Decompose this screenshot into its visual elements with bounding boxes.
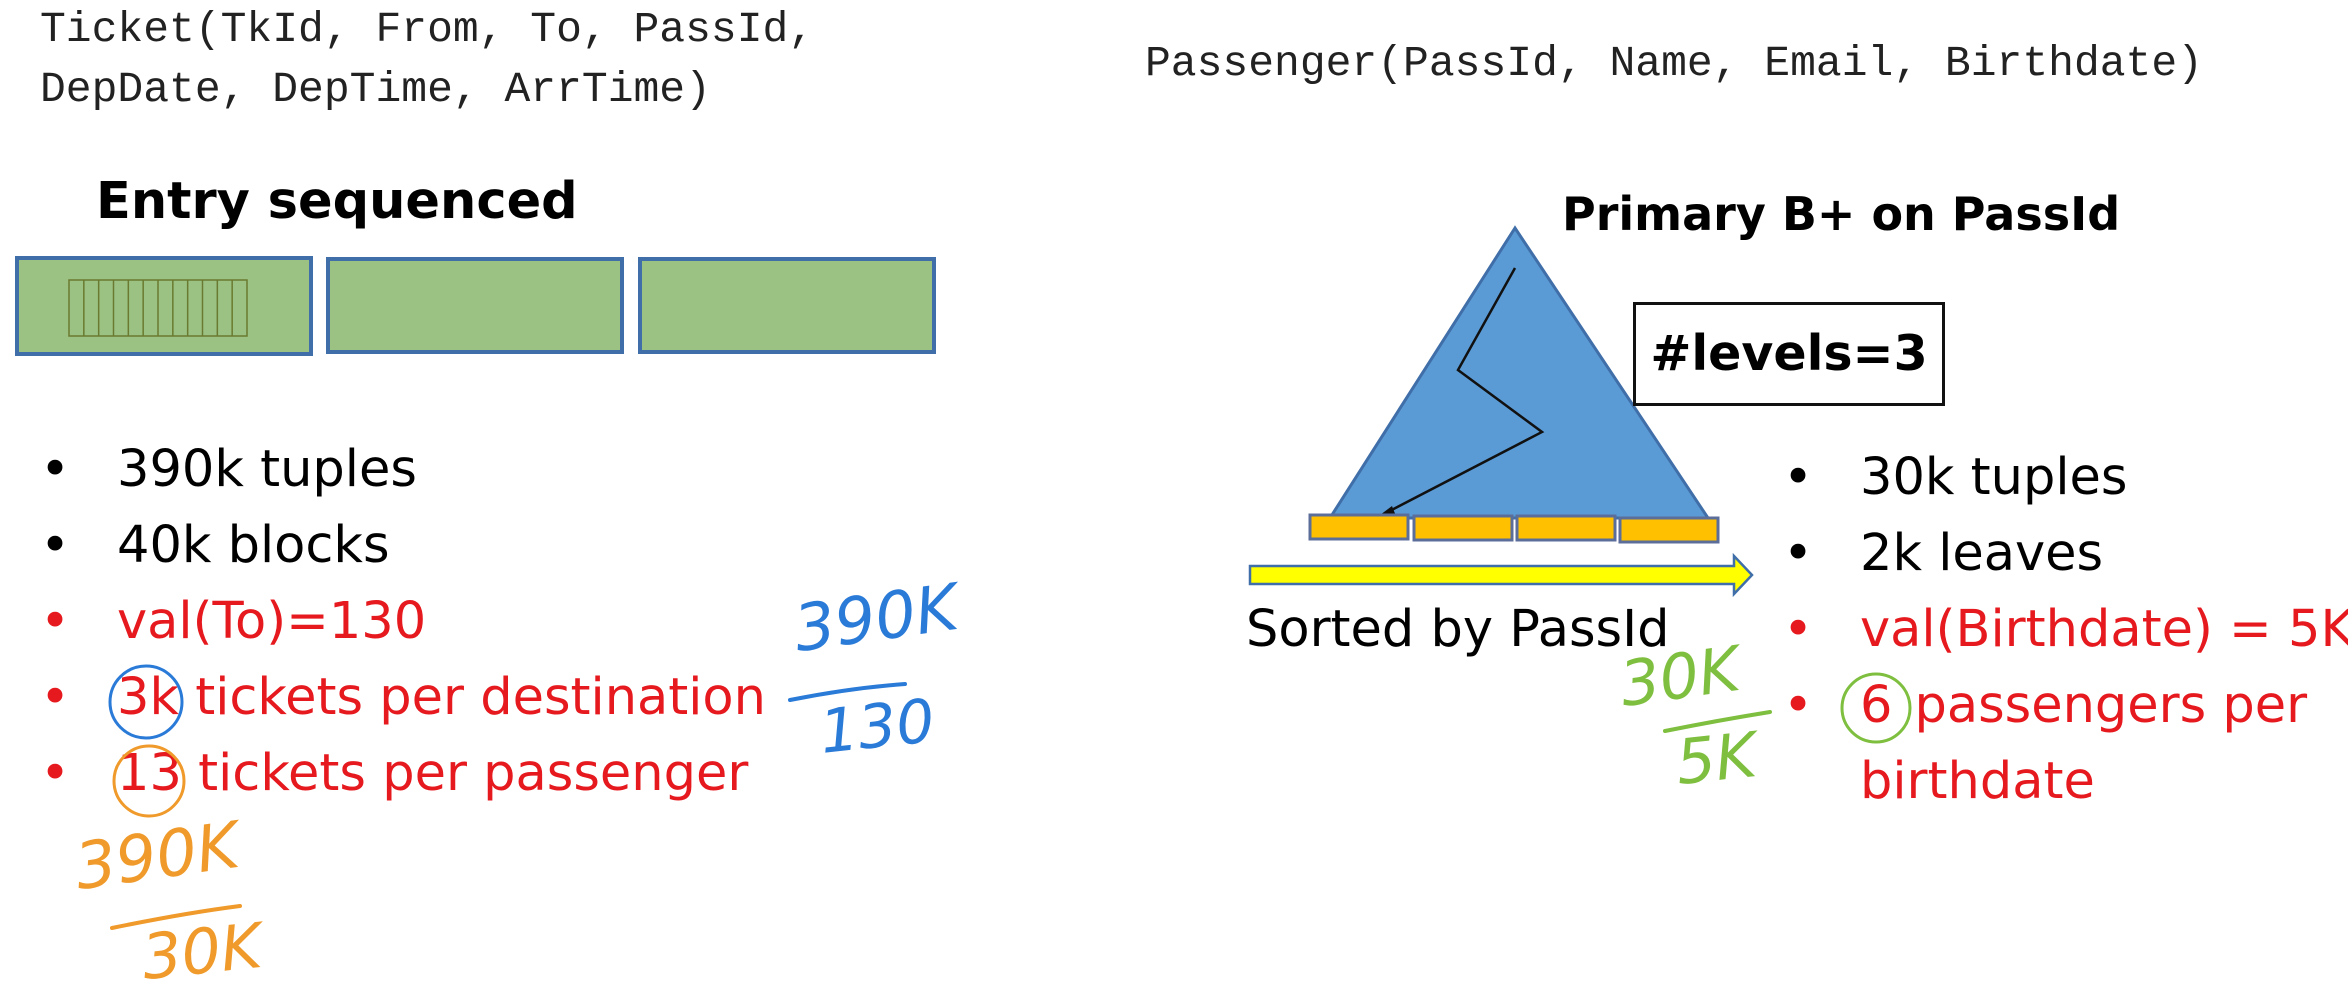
orange-circle — [112, 744, 186, 818]
leaf-node-3 — [1515, 514, 1617, 542]
passenger-stat-text: val(Birthdate) = 5K — [1860, 600, 2348, 659]
passenger-stat-text: 2k leaves — [1860, 524, 2104, 583]
passenger-stat-continuation: birthdate — [1783, 744, 2348, 820]
ticket-stat-number: 3k — [117, 668, 179, 727]
passenger-stat-text: passengers per — [1914, 676, 2308, 735]
bullet-icon: • — [1783, 524, 1814, 583]
ticket-schema-line1: Ticket(TkId, From, To, PassId, — [40, 5, 815, 54]
green-fraction-bar — [1663, 710, 1772, 733]
file-block-2 — [326, 257, 624, 354]
bullet-icon: • — [1783, 676, 1814, 735]
passenger-stat-number: 6 — [1860, 676, 1893, 735]
sort-arrow — [1248, 552, 1754, 598]
ticket-stat-text: tickets per destination — [178, 668, 766, 727]
ticket-stat-text: 390k tuples — [117, 440, 417, 499]
ticket-stat-text: tickets per passenger — [181, 744, 749, 803]
passenger-stat-text: birthdate — [1860, 752, 2095, 811]
ticket-schema: Ticket(TkId, From, To, PassId, DepDate, … — [40, 0, 814, 120]
file-block-1 — [15, 256, 313, 356]
blue-note-denominator: 130 — [816, 686, 938, 768]
bullet-icon: • — [40, 440, 71, 499]
ticket-stat-val-to: • val(To)=130 — [40, 584, 766, 660]
blue-circle — [108, 664, 184, 740]
ticket-stat-text: val(To)=130 — [117, 592, 427, 651]
primary-index-title: Primary B+ on PassId — [1562, 187, 2121, 241]
bullet-icon: • — [40, 592, 71, 651]
ticket-schema-line2: DepDate, DepTime, ArrTime) — [40, 65, 711, 114]
ticket-stat-text: 40k blocks — [117, 516, 390, 575]
file-block-3 — [638, 257, 936, 354]
blue-fraction-bar — [788, 682, 907, 702]
ticket-stat-per-destination: • 3k tickets per destination — [40, 660, 766, 736]
green-circle — [1840, 672, 1912, 744]
record-slots — [68, 279, 248, 337]
search-path — [1381, 267, 1545, 517]
orange-fraction-bar — [110, 904, 242, 930]
bullet-icon: • — [40, 744, 71, 803]
entry-sequenced-title: Entry sequenced — [96, 172, 578, 231]
levels-box: #levels=3 — [1633, 302, 1945, 406]
bullet-icon: • — [1783, 448, 1814, 507]
green-note-denominator: 5K — [1672, 718, 1760, 799]
passenger-stat-text: 30k tuples — [1860, 448, 2128, 507]
ticket-stat-blocks: • 40k blocks — [40, 508, 766, 584]
passenger-stat-tuples: • 30k tuples — [1783, 440, 2348, 516]
ticket-stat-per-passenger: • 13 tickets per passenger — [40, 736, 766, 812]
leaf-node-1 — [1308, 513, 1410, 541]
passenger-schema: Passenger(PassId, Name, Email, Birthdate… — [1145, 39, 2203, 88]
passenger-stat-per-birthdate: • 6 passengers per — [1783, 668, 2348, 744]
sorted-label: Sorted by PassId — [1246, 600, 1670, 659]
passenger-stat-leaves: • 2k leaves — [1783, 516, 2348, 592]
passenger-stats-list: • 30k tuples • 2k leaves • val(Birthdate… — [1783, 440, 2348, 820]
bullet-icon: • — [40, 668, 71, 727]
leaf-node-4 — [1618, 516, 1720, 544]
leaf-node-2 — [1412, 514, 1514, 542]
bullet-icon: • — [1783, 600, 1814, 659]
passenger-stat-val-birthdate: • val(Birthdate) = 5K — [1783, 592, 2348, 668]
ticket-stat-tuples: • 390k tuples — [40, 432, 766, 508]
orange-note-denominator: 30K — [138, 908, 266, 995]
bullet-icon: • — [40, 516, 71, 575]
ticket-stats-list: • 390k tuples • 40k blocks • val(To)=130… — [40, 432, 766, 812]
